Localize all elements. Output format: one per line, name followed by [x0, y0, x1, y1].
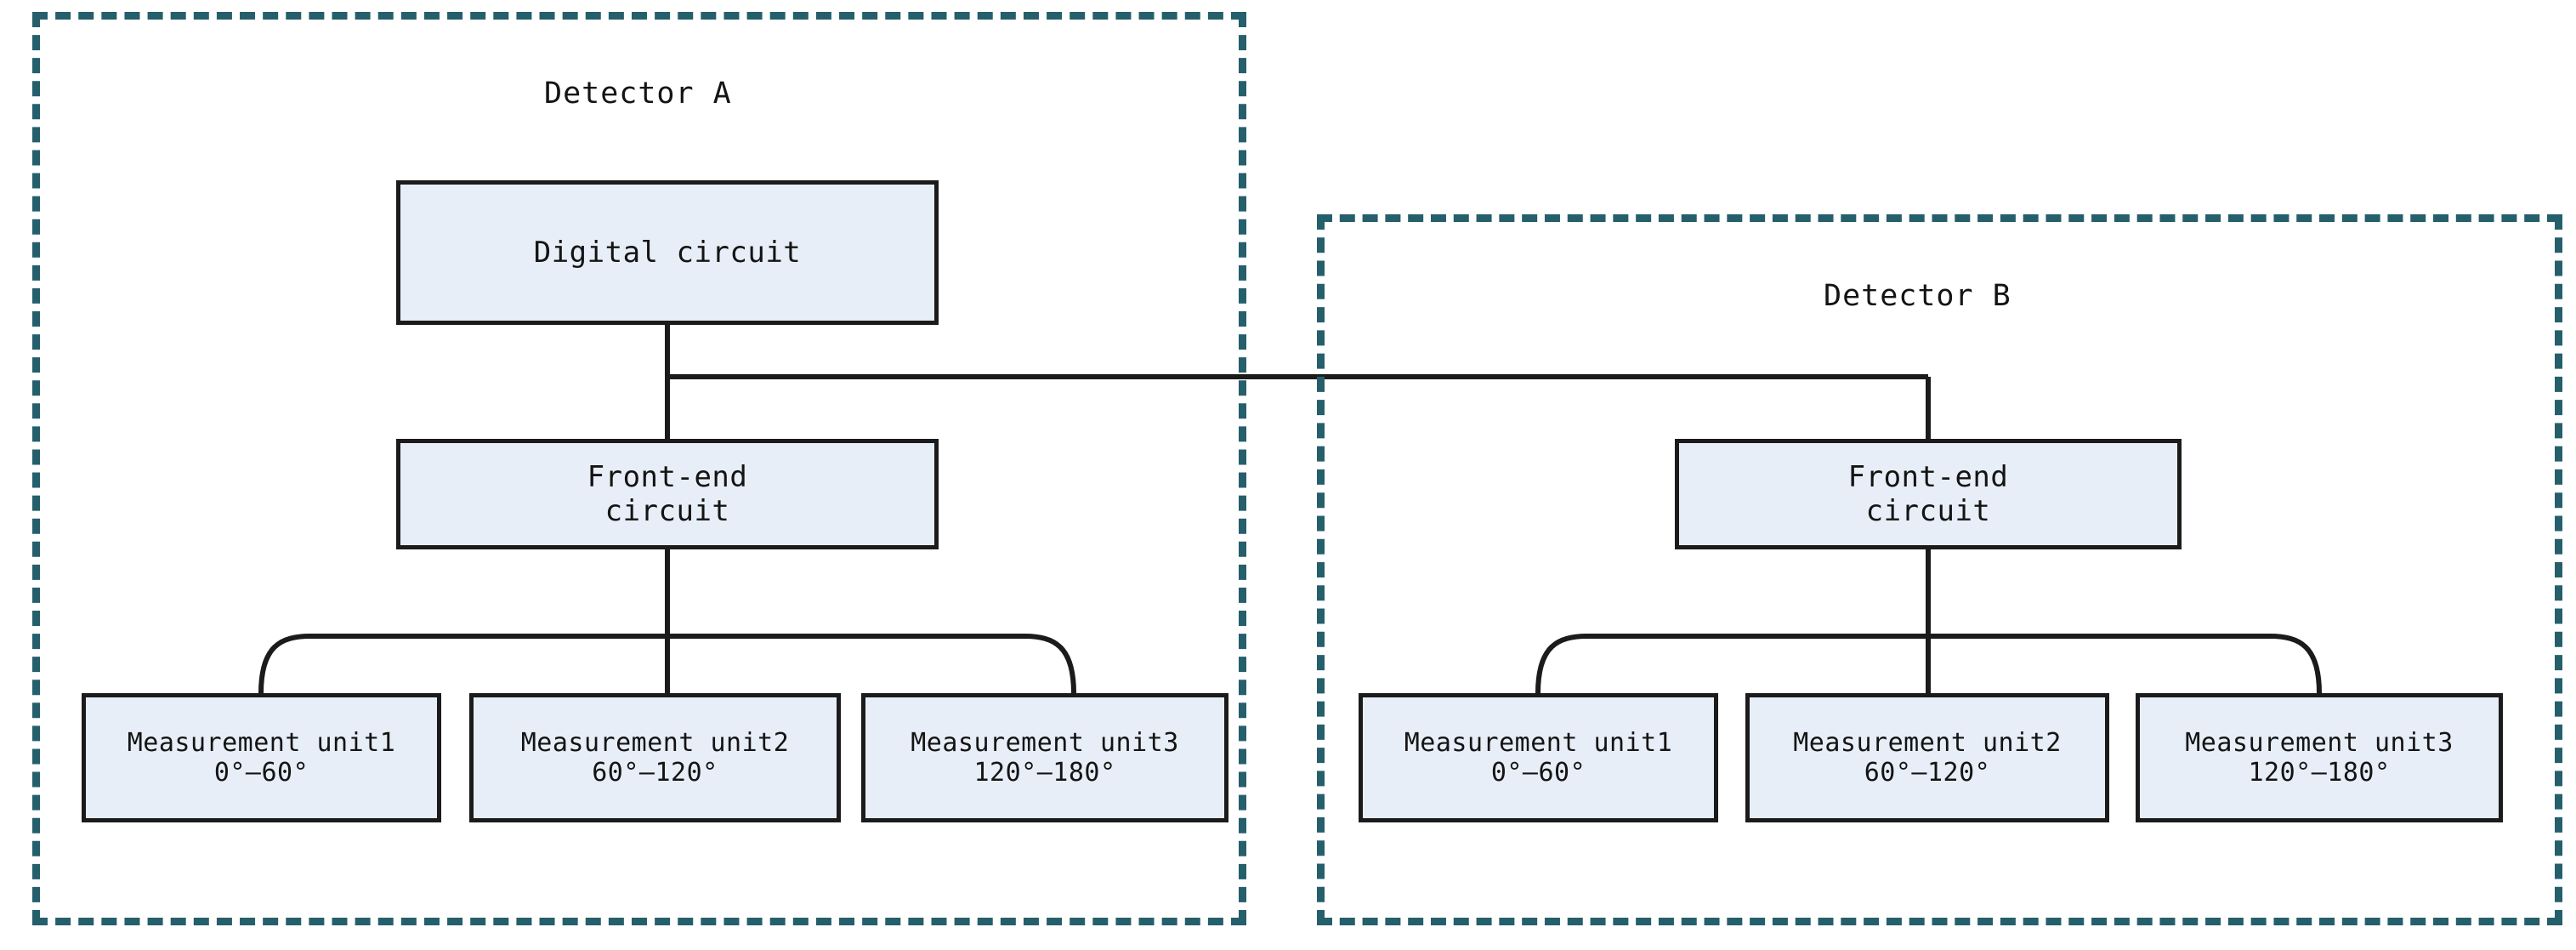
detector-b-measurement-unit1-name: Measurement unit1: [1404, 727, 1673, 758]
detector-a-digital-circuit-box[interactable]: Digital circuit: [396, 180, 939, 325]
detector-a-measurement-unit1-box[interactable]: Measurement unit1 0°‒60°: [82, 693, 441, 822]
detector-a-front-end-circuit-box[interactable]: Front-end circuit: [396, 439, 939, 549]
detector-b-title: Detector B: [1824, 279, 2011, 313]
detector-a-measurement-unit3-name: Measurement unit3: [911, 727, 1179, 758]
detector-a-measurement-unit3-range: 120°‒180°: [973, 758, 1116, 788]
detector-b-measurement-unit2-range: 60°‒120°: [1864, 758, 1991, 788]
detector-b-measurement-unit3-box[interactable]: Measurement unit3 120°‒180°: [2136, 693, 2503, 822]
detector-b-front-end-circuit-box[interactable]: Front-end circuit: [1675, 439, 2182, 549]
detector-a-measurement-unit2-range: 60°‒120°: [592, 758, 718, 788]
detector-b-measurement-unit1-box[interactable]: Measurement unit1 0°‒60°: [1359, 693, 1718, 822]
detector-a-measurement-unit2-box[interactable]: Measurement unit2 60°‒120°: [469, 693, 841, 822]
detector-b-measurement-unit1-range: 0°‒60°: [1490, 758, 1586, 788]
detector-a-front-end-label-line1: Front-end: [587, 459, 748, 494]
detector-a-boundary: [32, 12, 1246, 925]
detector-b-front-end-label-line1: Front-end: [1847, 459, 2009, 494]
detector-a-title: Detector A: [544, 77, 732, 111]
detector-a-measurement-unit1-name: Measurement unit1: [127, 727, 396, 758]
detector-b-front-end-label-line2: circuit: [1865, 494, 1991, 528]
detector-b-measurement-unit2-box[interactable]: Measurement unit2 60°‒120°: [1745, 693, 2109, 822]
detector-a-digital-circuit-label: Digital circuit: [533, 235, 802, 270]
detector-b-measurement-unit3-name: Measurement unit3: [2185, 727, 2454, 758]
detector-b-measurement-unit3-range: 120°‒180°: [2248, 758, 2391, 788]
detector-a-front-end-label-line2: circuit: [604, 494, 730, 528]
detector-b-measurement-unit2-name: Measurement unit2: [1793, 727, 2062, 758]
detector-b-boundary: [1317, 214, 2562, 925]
detector-a-measurement-unit3-box[interactable]: Measurement unit3 120°‒180°: [861, 693, 1228, 822]
detector-a-measurement-unit2-name: Measurement unit2: [520, 727, 790, 758]
detector-a-measurement-unit1-range: 0°‒60°: [213, 758, 309, 788]
